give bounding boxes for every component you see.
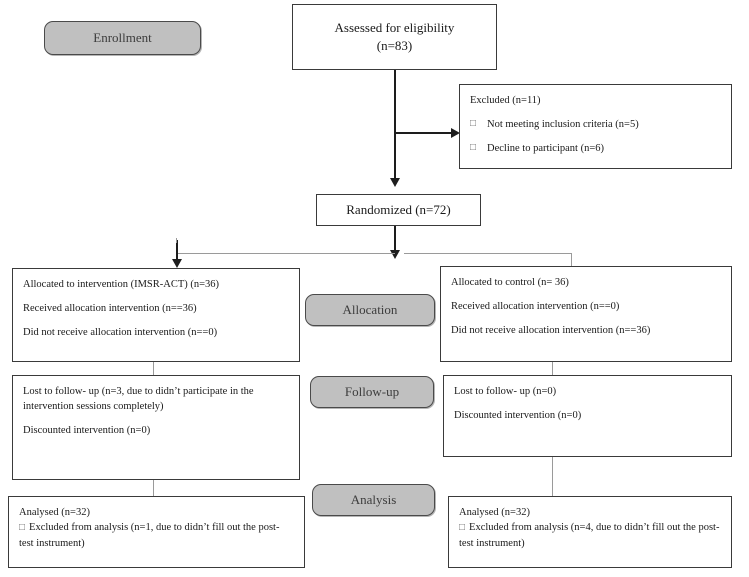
box-assessed-for-eligibility: Assessed for eligibility (n=83) bbox=[292, 4, 497, 70]
box-allocation-intervention: Allocated to intervention (IMSR-ACT) (n=… bbox=[12, 268, 300, 362]
allocation-intervention-line-0: Allocated to intervention (IMSR-ACT) (n=… bbox=[23, 279, 220, 290]
stage-label-followup-text: Follow-up bbox=[344, 384, 400, 399]
checkbox-icon: □ bbox=[470, 142, 477, 154]
excluded-item-1: □ Decline to participant (n=6) bbox=[470, 141, 721, 156]
tick-mark-left-branch bbox=[176, 238, 177, 243]
excluded-heading: Excluded (n=11) bbox=[470, 95, 541, 106]
arrowhead-split-center bbox=[390, 250, 400, 259]
stage-label-followup: Follow-up bbox=[310, 376, 434, 408]
allocation-intervention-line-1: Received allocation intervention (n==36) bbox=[23, 303, 197, 315]
box-analysis-intervention: Analysed (n=32) □Excluded from analysis … bbox=[8, 496, 305, 568]
connector-to-excluded bbox=[395, 132, 452, 134]
connector-allocation-to-followup-right bbox=[552, 362, 553, 375]
checkbox-icon: □ bbox=[19, 522, 26, 534]
analysis-control-heading: Analysed (n=32) bbox=[459, 507, 530, 518]
connector-to-allocation-control bbox=[571, 253, 572, 266]
connector-to-allocation-intervention bbox=[176, 240, 178, 262]
stage-label-analysis-text: Analysis bbox=[350, 492, 397, 507]
stage-label-allocation: Allocation bbox=[305, 294, 435, 326]
allocation-control-line-2: Did not receive allocation intervention … bbox=[451, 325, 651, 337]
randomized-label: Randomized (n=72) bbox=[346, 201, 451, 217]
followup-intervention-line-1: Discounted intervention (n=0) bbox=[23, 425, 151, 437]
analysis-intervention-heading: Analysed (n=32) bbox=[19, 507, 90, 518]
split-bus-right bbox=[404, 253, 571, 254]
followup-control-line-0: Lost to follow- up (n=0) bbox=[454, 386, 557, 397]
box-analysis-control: Analysed (n=32) □Excluded from analysis … bbox=[448, 496, 732, 568]
connector-assessed-to-randomized bbox=[394, 70, 396, 178]
excluded-item-0: □ Not meeting inclusion criteria (n=5) bbox=[470, 117, 721, 132]
excluded-item-0-text: Not meeting inclusion criteria (n=5) bbox=[487, 119, 639, 131]
excluded-item-1-text: Decline to participant (n=6) bbox=[487, 143, 605, 155]
allocation-control-line-0: Allocated to control (n= 36) bbox=[451, 277, 569, 288]
arrowhead-allocation-intervention bbox=[172, 259, 182, 268]
connector-followup-to-analysis-right bbox=[552, 457, 553, 496]
checkbox-icon: □ bbox=[459, 522, 466, 534]
analysis-intervention-excluded: □Excluded from analysis (n=1, due to did… bbox=[19, 520, 294, 551]
box-followup-control: Lost to follow- up (n=0) Discounted inte… bbox=[443, 375, 732, 457]
allocation-control-line-1: Received allocation intervention (n==0) bbox=[451, 301, 620, 313]
checkbox-icon: □ bbox=[470, 118, 477, 130]
assessed-line-2: (n=83) bbox=[376, 38, 413, 53]
connector-randomized-down bbox=[394, 226, 396, 254]
arrowhead-to-excluded bbox=[451, 128, 460, 138]
connector-allocation-to-followup-left bbox=[153, 362, 154, 375]
analysis-control-excluded-text: Excluded from analysis (n=4, due to didn… bbox=[459, 522, 720, 549]
split-bus-left bbox=[176, 253, 395, 254]
analysis-control-excluded: □Excluded from analysis (n=4, due to did… bbox=[459, 520, 721, 551]
box-randomized: Randomized (n=72) bbox=[316, 194, 481, 226]
stage-label-analysis: Analysis bbox=[312, 484, 435, 516]
stage-label-enrollment-text: Enrollment bbox=[93, 30, 152, 45]
stage-label-enrollment: Enrollment bbox=[44, 21, 201, 55]
assessed-line-1: Assessed for eligibility bbox=[334, 20, 455, 36]
arrowhead-to-randomized bbox=[390, 178, 400, 187]
followup-control-line-1: Discounted intervention (n=0) bbox=[454, 410, 582, 422]
followup-intervention-line-0: Lost to follow- up (n=3, due to didn’t p… bbox=[23, 386, 254, 413]
allocation-intervention-line-2: Did not receive allocation intervention … bbox=[23, 327, 218, 339]
connector-followup-to-analysis-left bbox=[153, 480, 154, 496]
stage-label-allocation-text: Allocation bbox=[342, 302, 398, 317]
box-allocation-control: Allocated to control (n= 36) Received al… bbox=[440, 266, 732, 362]
box-excluded: Excluded (n=11) □ Not meeting inclusion … bbox=[459, 84, 732, 169]
box-followup-intervention: Lost to follow- up (n=3, due to didn’t p… bbox=[12, 375, 300, 480]
analysis-intervention-excluded-text: Excluded from analysis (n=1, due to didn… bbox=[19, 522, 280, 549]
